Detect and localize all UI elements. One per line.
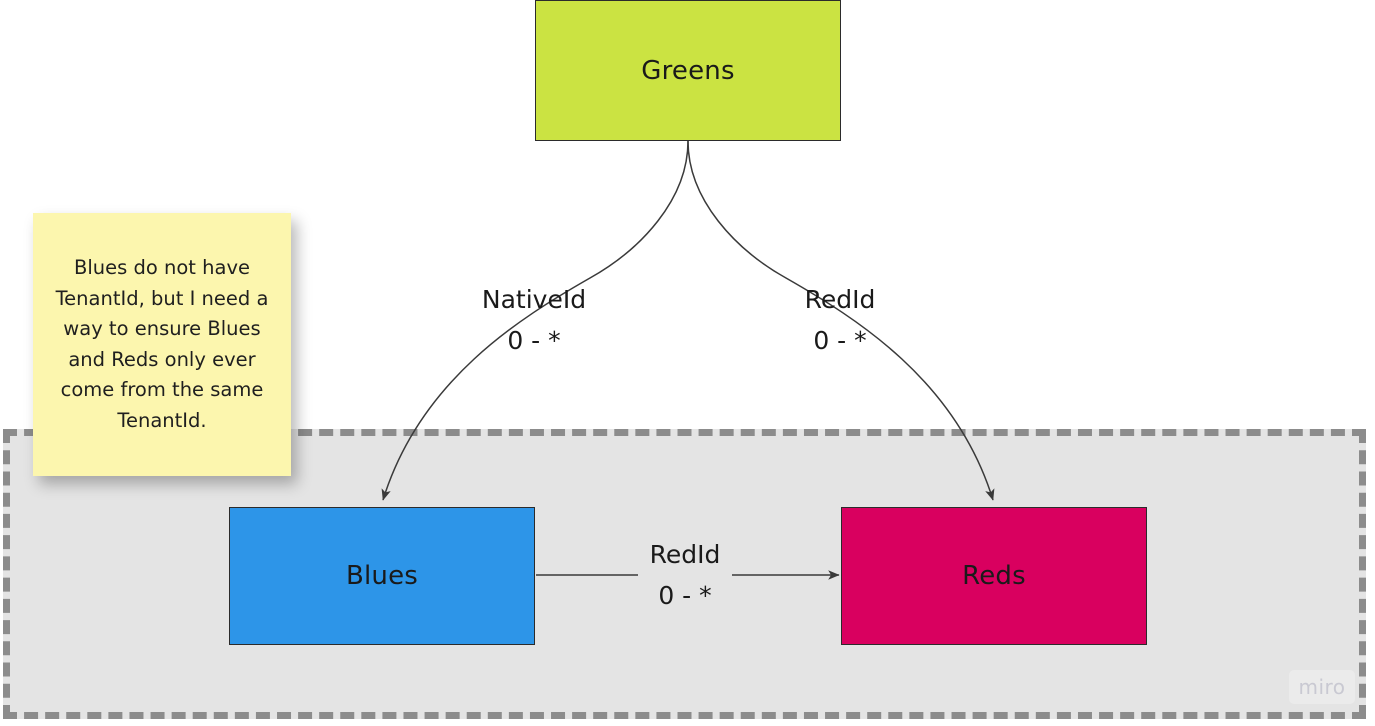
entity-label-blues: Blues bbox=[345, 561, 419, 591]
entity-node-greens[interactable]: Greens bbox=[535, 0, 841, 141]
entity-node-blues[interactable]: Blues bbox=[229, 507, 535, 645]
entity-node-reds[interactable]: Reds bbox=[841, 507, 1147, 645]
edge-label-cardinality: 0 - * bbox=[507, 326, 561, 355]
sticky-note-text: Blues do not have TenantId, but I need a… bbox=[55, 256, 269, 432]
edge-label-cardinality: 0 - * bbox=[813, 326, 867, 355]
edge-label-name: NativeId bbox=[481, 285, 587, 314]
miro-watermark-label: miro bbox=[1298, 675, 1346, 699]
entity-label-reds: Reds bbox=[962, 561, 1026, 591]
edge-label-name: RedId bbox=[804, 285, 876, 314]
entity-label-greens: Greens bbox=[641, 55, 735, 86]
miro-watermark: miro bbox=[1289, 670, 1355, 704]
edge-label-greens-to-reds: RedId 0 - * bbox=[740, 279, 940, 361]
sticky-note[interactable]: Blues do not have TenantId, but I need a… bbox=[33, 213, 291, 476]
edge-label-greens-to-blues: NativeId 0 - * bbox=[434, 279, 634, 361]
